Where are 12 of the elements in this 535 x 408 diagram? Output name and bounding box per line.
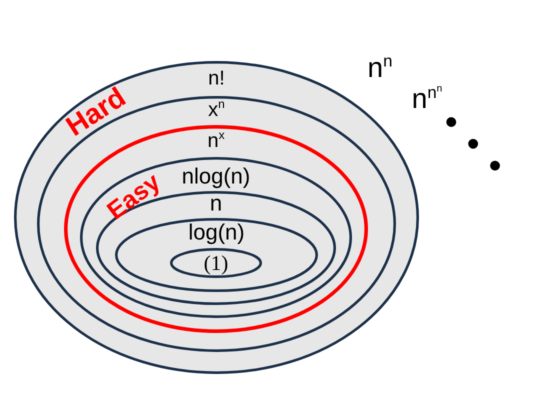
growth-rate-label: n$^{n}$: [368, 52, 392, 84]
growth-rate-label: n$^{x}$: [207, 129, 225, 153]
growth-rate-label: n: [210, 190, 222, 216]
growth-rate-label: x$^{n}$: [208, 98, 225, 122]
growth-rate-label: log(n): [188, 219, 245, 245]
continuation-dots: • • •: [431, 104, 513, 186]
nested-ellipse: [115, 218, 318, 292]
growth-rate-label: n!: [208, 68, 225, 90]
nested-ellipse: [80, 157, 352, 318]
growth-rate-label: nlog(n): [182, 163, 250, 189]
nested-ellipse: [170, 248, 262, 278]
growth-rate-label: (1): [204, 250, 228, 276]
